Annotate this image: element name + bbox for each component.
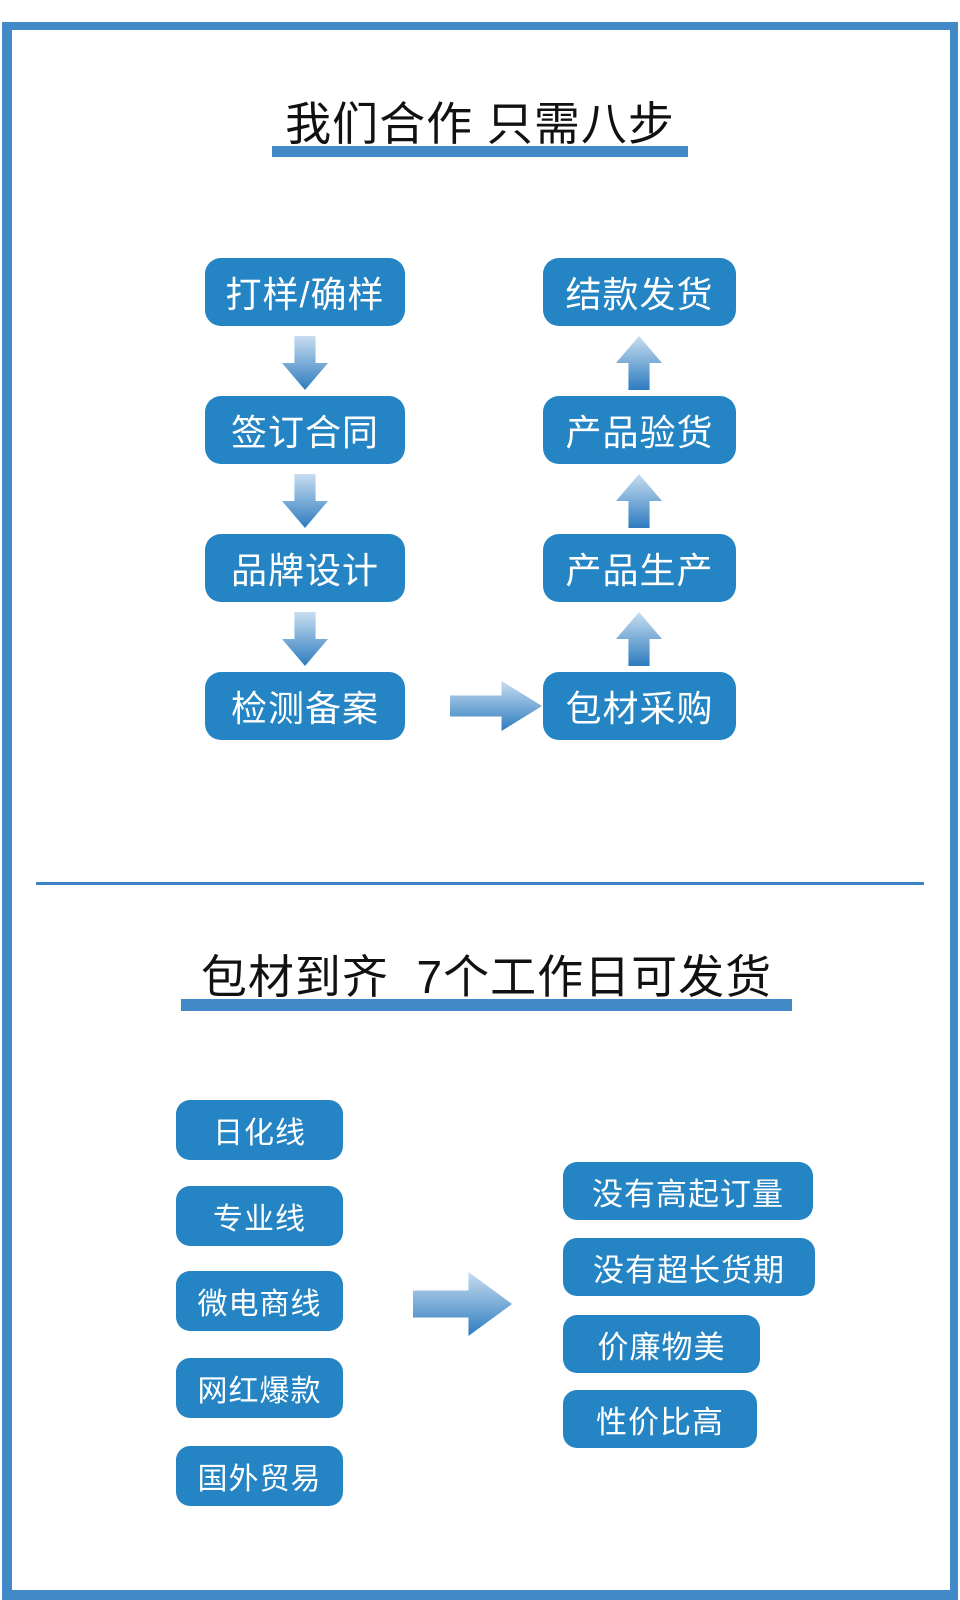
flow-step-testing-filing: 检测备案 xyxy=(205,672,405,740)
flow-step-label: 打样/确样 xyxy=(225,274,385,315)
section-divider xyxy=(36,882,924,885)
section2-title-block: 包材到齐 7个工作日可发货 xyxy=(181,953,792,1011)
section1-title-block: 我们合作 只需八步 xyxy=(272,100,688,157)
product-line-label: 国外贸易 xyxy=(197,1463,322,1496)
section2-title-underline xyxy=(181,999,792,1011)
flow-step-product-inspection: 产品验货 xyxy=(543,396,736,464)
flow-step-production: 产品生产 xyxy=(543,534,736,602)
benefit-label: 没有超长货期 xyxy=(593,1252,785,1288)
benefit-no-high-moq: 没有高起订量 xyxy=(563,1162,813,1220)
product-line-influencer-hot: 网红爆款 xyxy=(176,1358,343,1418)
product-line-label: 微电商线 xyxy=(197,1288,322,1321)
product-line-daily-chemical: 日化线 xyxy=(176,1100,343,1160)
benefit-good-value: 价廉物美 xyxy=(563,1315,760,1373)
flow-step-packaging-purchase: 包材采购 xyxy=(543,672,736,740)
page-border-frame xyxy=(2,22,958,1600)
flow-step-sign-contract: 签订合同 xyxy=(205,396,405,464)
product-line-micro-ecommerce: 微电商线 xyxy=(176,1271,343,1331)
flow-step-label: 产品验货 xyxy=(565,412,714,453)
product-line-label: 网红爆款 xyxy=(197,1375,322,1408)
flow-step-brand-design: 品牌设计 xyxy=(205,534,405,602)
section1-title-underline xyxy=(272,146,688,157)
flow-step-label: 包材采购 xyxy=(565,688,714,729)
product-line-label: 日化线 xyxy=(213,1117,306,1150)
flow-step-label: 产品生产 xyxy=(565,550,714,591)
benefit-label: 没有高起订量 xyxy=(592,1176,784,1212)
product-line-professional: 专业线 xyxy=(176,1186,343,1246)
flow-step-sample-confirm: 打样/确样 xyxy=(205,258,405,326)
flow-step-label: 签订合同 xyxy=(230,412,379,453)
flow-step-label: 结款发货 xyxy=(565,274,714,315)
flow-step-label: 品牌设计 xyxy=(230,550,379,591)
flow-step-label: 检测备案 xyxy=(230,688,379,729)
section1-title: 我们合作 只需八步 xyxy=(285,98,675,150)
benefit-label: 性价比高 xyxy=(596,1404,724,1440)
flow-step-payment-shipping: 结款发货 xyxy=(543,258,736,326)
product-line-label: 专业线 xyxy=(213,1203,306,1236)
section2-title: 包材到齐 7个工作日可发货 xyxy=(200,951,773,1003)
benefit-label: 价廉物美 xyxy=(597,1329,726,1365)
benefit-no-long-leadtime: 没有超长货期 xyxy=(563,1238,815,1296)
product-line-foreign-trade: 国外贸易 xyxy=(176,1446,343,1506)
benefit-cost-effective: 性价比高 xyxy=(563,1390,757,1448)
